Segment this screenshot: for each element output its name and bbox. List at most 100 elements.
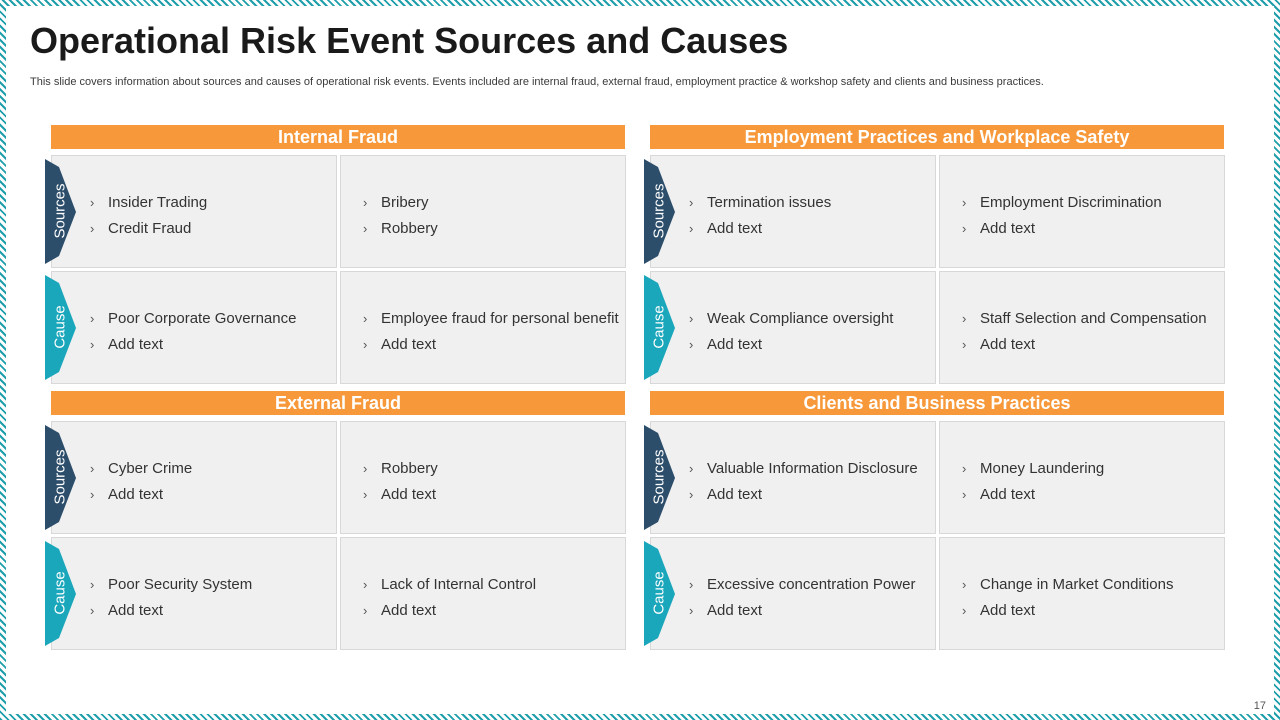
tag-label: Cause	[650, 305, 668, 349]
sources-tag: Sources	[644, 159, 675, 264]
chevron-right-icon: ›	[962, 486, 967, 502]
list-item: › Cyber Crime	[90, 455, 336, 481]
list-item: ›Add text	[363, 481, 625, 507]
tag-label: Cause	[650, 571, 668, 615]
content-box: ›Valuable Information Disclosure›Add tex…	[650, 421, 936, 534]
list-item: › Employee fraud for personal benefit	[363, 305, 625, 331]
list-item-text: Poor Corporate Governance	[108, 309, 297, 327]
list-item: › Add text	[962, 481, 1224, 507]
list-item: ›Poor Security System	[90, 571, 336, 597]
content-box: ›Insider Trading›Credit Fraud	[51, 155, 337, 268]
list-item: ›Insider Trading	[90, 189, 336, 215]
chevron-right-icon: ›	[90, 486, 95, 502]
list-item-text: Add text	[980, 335, 1036, 353]
tag-arrow-shape	[644, 275, 675, 380]
chevron-right-icon: ›	[90, 310, 95, 326]
list-item-text: Employment Discrimination	[980, 193, 1162, 211]
list-item-text: Employee fraud for personal benefit	[381, 309, 619, 327]
chevron-right-icon: ›	[363, 336, 368, 352]
chevron-right-icon: ›	[962, 220, 967, 236]
content-box: › Robbery ›Add text	[340, 421, 626, 534]
tag-label: Sources	[51, 183, 69, 239]
chevron-right-icon: ›	[689, 460, 694, 476]
list-item-text: Lack of Internal Control	[381, 575, 537, 593]
list-item: ›Add text	[689, 331, 935, 357]
chevron-right-icon: ›	[962, 576, 967, 592]
cause-tag: Cause	[644, 275, 675, 380]
sources-row: ›Insider Trading›Credit Fraud › Bribery › Ro…	[45, 155, 645, 268]
tag-arrow-shape	[45, 275, 76, 380]
chevron-right-icon: ›	[689, 602, 694, 618]
chevron-right-icon: ›	[363, 220, 368, 236]
list-item: › Bribery	[363, 189, 625, 215]
cause-row: ›Poor Corporate Governance›Add text›Empl…	[45, 271, 645, 384]
slide: Operational Risk Event Sources and Cause…	[6, 6, 1274, 714]
list-item-text: Add text	[108, 335, 164, 353]
sources-row: ›Valuable Information Disclosure›Add tex…	[644, 421, 1244, 534]
tag-arrow-shape	[644, 425, 675, 530]
sources-tag: Sources	[644, 425, 675, 530]
list-item: ›Add text	[90, 597, 336, 623]
chevron-right-icon: ›	[962, 336, 967, 352]
quadrant-header: Internal Fraud	[51, 125, 625, 149]
content-box: ›Weak Compliance oversight›Add text	[650, 271, 936, 384]
page-subtitle: This slide covers information about sour…	[30, 76, 1044, 88]
cause-row: ›Excessive concentration Power›Add text›…	[644, 537, 1244, 650]
list-item: ›Excessive concentration Power	[689, 571, 935, 597]
chevron-right-icon: ›	[363, 486, 368, 502]
list-item-text: Add text	[980, 601, 1036, 619]
content-box: ›Employment Discrimination›Add text	[939, 155, 1225, 268]
content-box: › Poor Corporate Governance ›Add text	[51, 271, 337, 384]
list-item-text: Excessive concentration Power	[707, 575, 916, 593]
list-item: ›Weak Compliance oversight	[689, 305, 935, 331]
chevron-right-icon: ›	[689, 336, 694, 352]
list-item-text: Robbery	[381, 459, 438, 477]
chevron-right-icon: ›	[363, 310, 368, 326]
cause-tag: Cause	[45, 541, 76, 646]
chevron-right-icon: ›	[689, 194, 694, 210]
cause-row: ›Weak Compliance oversight›Add text›Staf…	[644, 271, 1244, 384]
list-item: › Add text	[962, 597, 1224, 623]
list-item-text: Credit Fraud	[108, 219, 192, 237]
cause-tag: Cause	[644, 541, 675, 646]
list-item: › Staff Selection and Compensation	[962, 305, 1224, 331]
sources-row: ›Termination issues›Add text›Employment …	[644, 155, 1244, 268]
chevron-right-icon: ›	[689, 486, 694, 502]
quadrant-internal-fraud: Internal Fraud›Insider Trading›Credit Fr…	[45, 125, 645, 385]
list-item-text: Add text	[381, 335, 437, 353]
content-box: ›Poor Security System›Add text	[51, 537, 337, 650]
list-item-text: Insider Trading	[108, 193, 208, 211]
tag-label: Cause	[51, 571, 69, 615]
tag-label: Cause	[51, 305, 69, 349]
chevron-right-icon: ›	[90, 460, 95, 476]
list-item-text: Cyber Crime	[108, 459, 193, 477]
list-item: › Add text	[363, 597, 625, 623]
list-item: ›Add text	[689, 597, 935, 623]
list-item: ›Add text	[689, 215, 935, 241]
list-item: ›Lack of Internal Control	[363, 571, 625, 597]
chevron-right-icon: ›	[689, 220, 694, 236]
cause-tag: Cause	[45, 275, 76, 380]
list-item-text: Poor Security System	[108, 575, 253, 593]
list-item-text: Staff Selection and Compensation	[980, 309, 1207, 327]
chevron-right-icon: ›	[962, 310, 967, 326]
list-item: › Robbery	[363, 215, 625, 241]
list-item-text: Add text	[381, 601, 437, 619]
list-item-text: Robbery	[381, 219, 438, 237]
list-item-text: Termination issues	[707, 193, 832, 211]
chevron-right-icon: ›	[363, 602, 368, 618]
list-item: ›Add text	[90, 331, 336, 357]
sources-tag: Sources	[45, 159, 76, 264]
list-item: ›Change in Market Conditions	[962, 571, 1224, 597]
tag-label: Sources	[650, 449, 668, 505]
tag-arrow-shape	[45, 425, 76, 530]
chevron-right-icon: ›	[363, 460, 368, 476]
list-item-text: Add text	[707, 485, 763, 503]
list-item-text: Bribery	[381, 193, 429, 211]
quadrant-external-fraud: External Fraud›Cyber Crime›Add text›Robb…	[45, 391, 645, 651]
list-item: ›Employment Discrimination	[962, 189, 1224, 215]
list-item-text: Add text	[980, 485, 1036, 503]
chevron-right-icon: ›	[363, 194, 368, 210]
chevron-right-icon: ›	[962, 602, 967, 618]
